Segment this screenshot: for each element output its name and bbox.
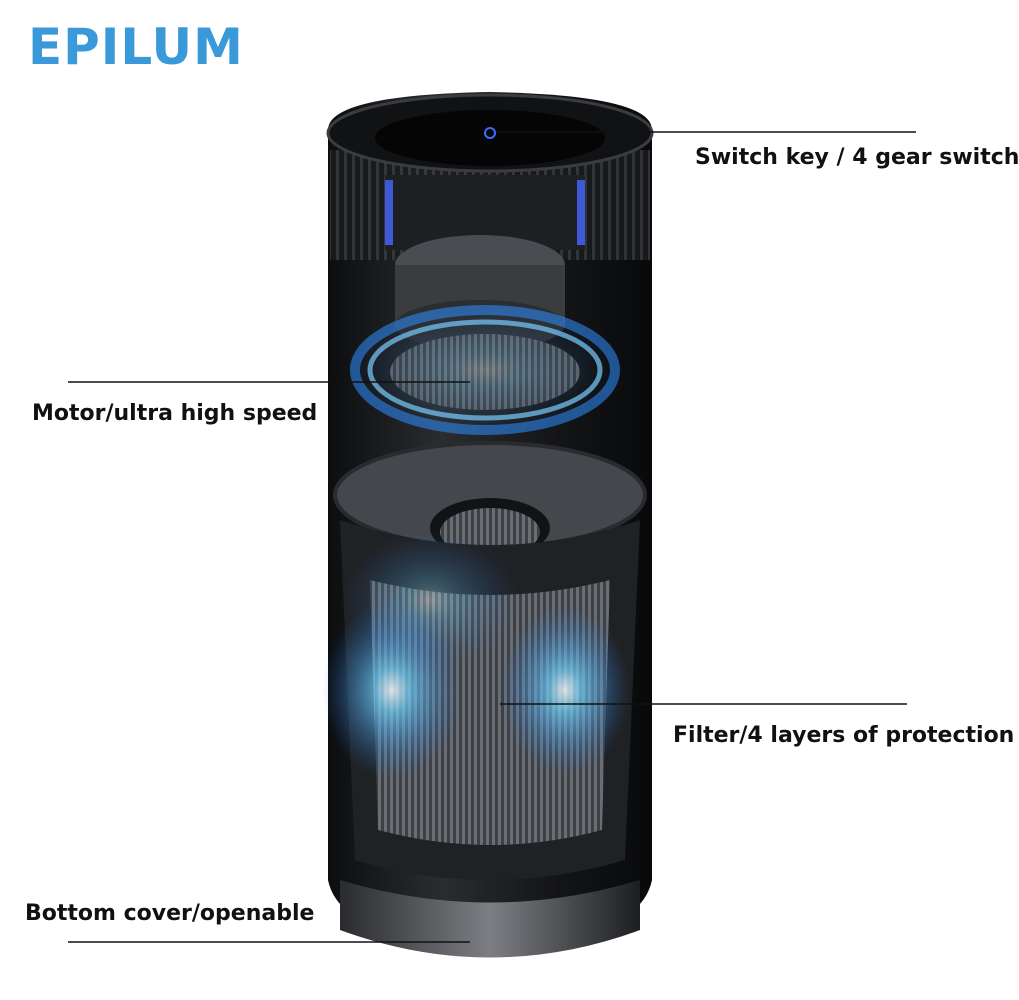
filter-cartridge bbox=[322, 441, 647, 880]
callout-lines bbox=[68, 127, 916, 943]
bottom-cover bbox=[340, 880, 640, 958]
filter-label: Filter/4 layers of protection bbox=[673, 723, 1015, 748]
motor-label: Motor/ultra high speed bbox=[32, 401, 318, 426]
switch-dot-icon bbox=[484, 127, 496, 139]
switch-label: Switch key / 4 gear switch bbox=[695, 145, 1019, 170]
bottom-label: Bottom cover/openable bbox=[25, 901, 315, 926]
motor-assembly bbox=[345, 235, 625, 435]
brand-logo: EPILUM bbox=[28, 18, 244, 76]
